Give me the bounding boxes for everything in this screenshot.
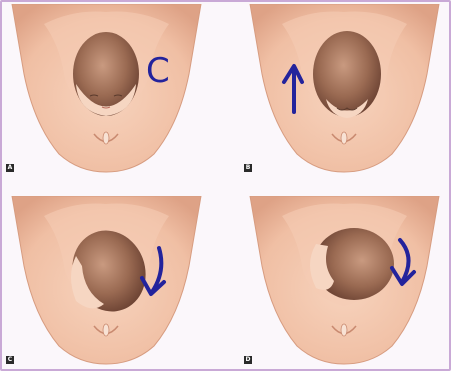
panel-label-a: A (6, 164, 14, 172)
arrow-curve-down-annotation (4, 196, 209, 366)
panel-a: C A (4, 4, 209, 174)
arrow-curve-down-annotation (242, 196, 447, 366)
handwritten-c-annotation: C (146, 54, 170, 88)
panel-label-c: C (6, 356, 14, 364)
panel-c: C (4, 196, 209, 366)
panel-label-d: D (244, 356, 252, 364)
panel-label-b: B (244, 164, 252, 172)
baby-head-face-up (4, 4, 209, 174)
arrow-up-annotation (242, 4, 447, 174)
panel-d: D (242, 196, 447, 366)
panel-b: B (242, 4, 447, 174)
